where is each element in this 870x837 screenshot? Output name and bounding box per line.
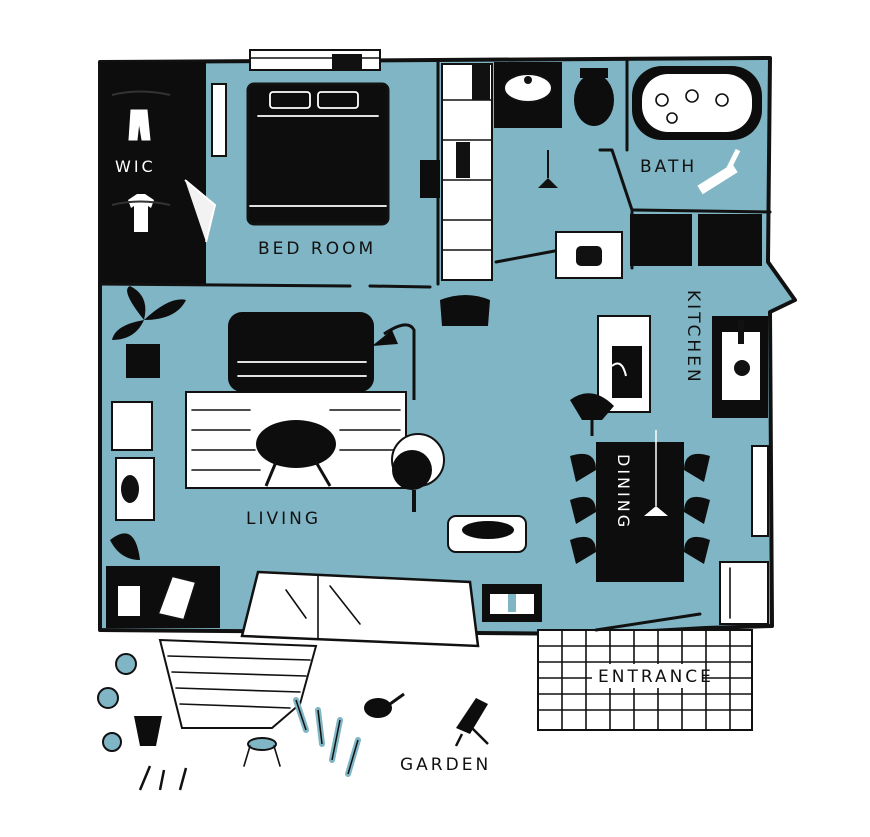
stool-icon xyxy=(243,737,281,767)
deck xyxy=(158,638,318,729)
stove-icon xyxy=(712,316,768,418)
living-contents: LIVING xyxy=(106,286,542,648)
room-label-garden: GARDEN xyxy=(400,755,491,775)
plant-icon xyxy=(112,286,186,378)
dining-contents: DINING xyxy=(570,430,769,625)
kitchen-counter-upper-2 xyxy=(698,214,762,266)
chair xyxy=(440,295,490,326)
wic-contents: WIC xyxy=(111,90,217,243)
kitchen-contents: KITCHEN xyxy=(570,290,768,436)
dining-chairs xyxy=(570,453,710,564)
bath-contents: BATH xyxy=(494,62,762,279)
desk xyxy=(106,566,220,628)
wic-room xyxy=(100,62,206,284)
room-label-dining: DINING xyxy=(614,454,633,530)
kitchen-cabinet xyxy=(719,445,769,625)
sofa-icon xyxy=(228,312,374,392)
bookshelf xyxy=(441,63,493,281)
room-label-living: LIVING xyxy=(246,509,321,529)
bed-icon xyxy=(246,82,390,226)
fridge-icon xyxy=(597,315,651,413)
room-label-bedroom: BED ROOM xyxy=(258,239,376,259)
kitchen-counter-upper xyxy=(630,214,692,266)
deck-chair-icon xyxy=(454,698,489,747)
plant-pot-icon xyxy=(134,716,162,746)
window-icon xyxy=(249,49,381,71)
room-label-kitchen: KITCHEN xyxy=(683,290,703,385)
plant-small-icon xyxy=(110,533,140,560)
dining-table-icon xyxy=(596,430,684,582)
sink-icon xyxy=(503,73,553,103)
coffee-table-icon xyxy=(256,420,336,487)
bedroom-contents: BED ROOM xyxy=(211,49,493,281)
entrance-contents: ENTRANCE xyxy=(537,612,753,731)
garden-contents: GARDEN xyxy=(97,638,491,791)
room-label-bath: BATH xyxy=(640,157,697,177)
dog-bed-icon xyxy=(447,515,527,553)
watering-can-icon xyxy=(364,692,405,718)
room-label-entrance: ENTRANCE xyxy=(598,667,714,687)
patio-door xyxy=(240,570,480,648)
shower-icon xyxy=(697,148,741,195)
garden-plants xyxy=(97,653,361,791)
pants-icon xyxy=(128,109,151,141)
pendant-lamp-icon xyxy=(538,150,558,188)
bowl-plant-icon xyxy=(570,393,614,436)
side-chair-icon xyxy=(111,401,155,521)
room-label-wic: WIC xyxy=(115,157,156,176)
shoe-mat-icon xyxy=(482,584,542,622)
floor-lamp-icon xyxy=(372,323,416,400)
washing-machine-icon xyxy=(555,231,623,279)
shirt-icon xyxy=(128,194,154,232)
armchair-icon xyxy=(391,433,445,512)
toilet-icon xyxy=(574,68,614,126)
bathtub-icon xyxy=(632,66,762,140)
